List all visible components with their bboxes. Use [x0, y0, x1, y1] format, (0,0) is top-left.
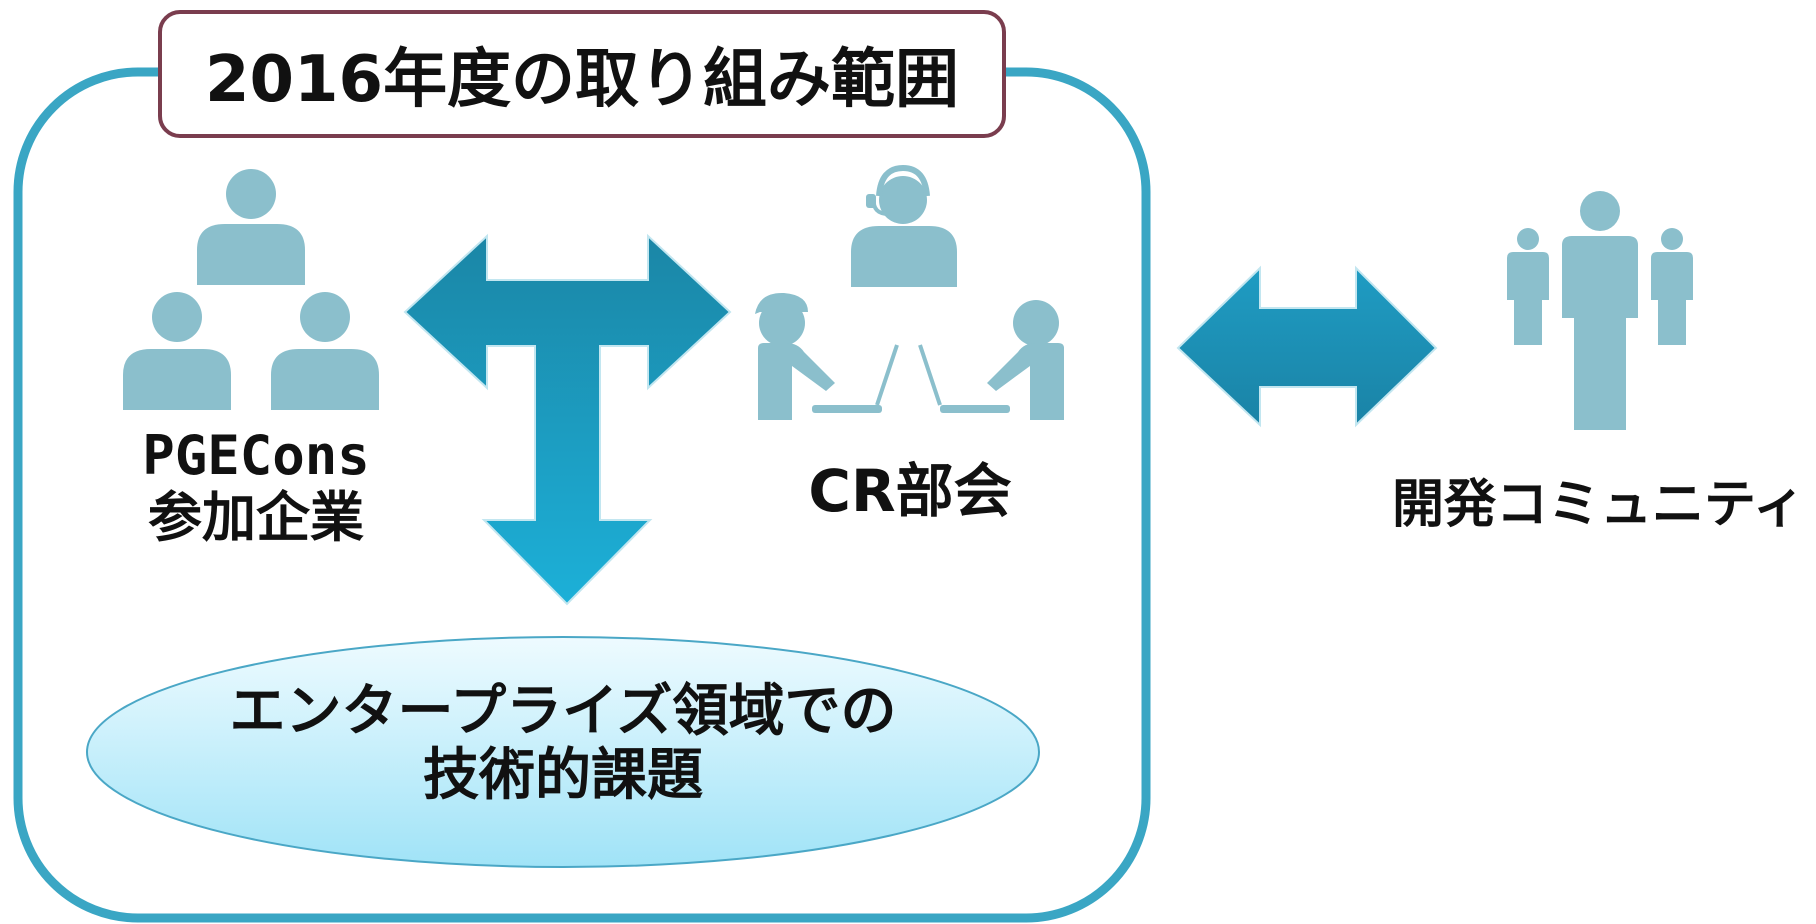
meeting-people-icon [755, 164, 1064, 420]
scope-title: 2016年度の取り組み範囲 [204, 43, 960, 117]
pgecons-label: PGECons 参加企業 [96, 424, 416, 550]
group-of-people-icon [123, 169, 379, 410]
challenge-label: エンタープライズ領域での 技術的課題 [113, 679, 1013, 809]
challenge-label-line2: 技術的課題 [423, 743, 703, 809]
pgecons-label-line1: PGECons [142, 424, 370, 487]
cr-label: CR部会 [808, 457, 1012, 525]
double-arrow-community [1176, 265, 1438, 428]
community-label: 開発コミュニティ [1392, 475, 1805, 535]
scope-title-box: 2016年度の取り組み範囲 [158, 10, 1006, 138]
pgecons-label-line2: 参加企業 [148, 486, 364, 550]
challenge-ellipse [86, 636, 1040, 868]
crowd-people-icon [1507, 191, 1693, 430]
t-arrow [403, 233, 732, 606]
challenge-label-line1: エンタープライズ領域での [229, 679, 897, 744]
